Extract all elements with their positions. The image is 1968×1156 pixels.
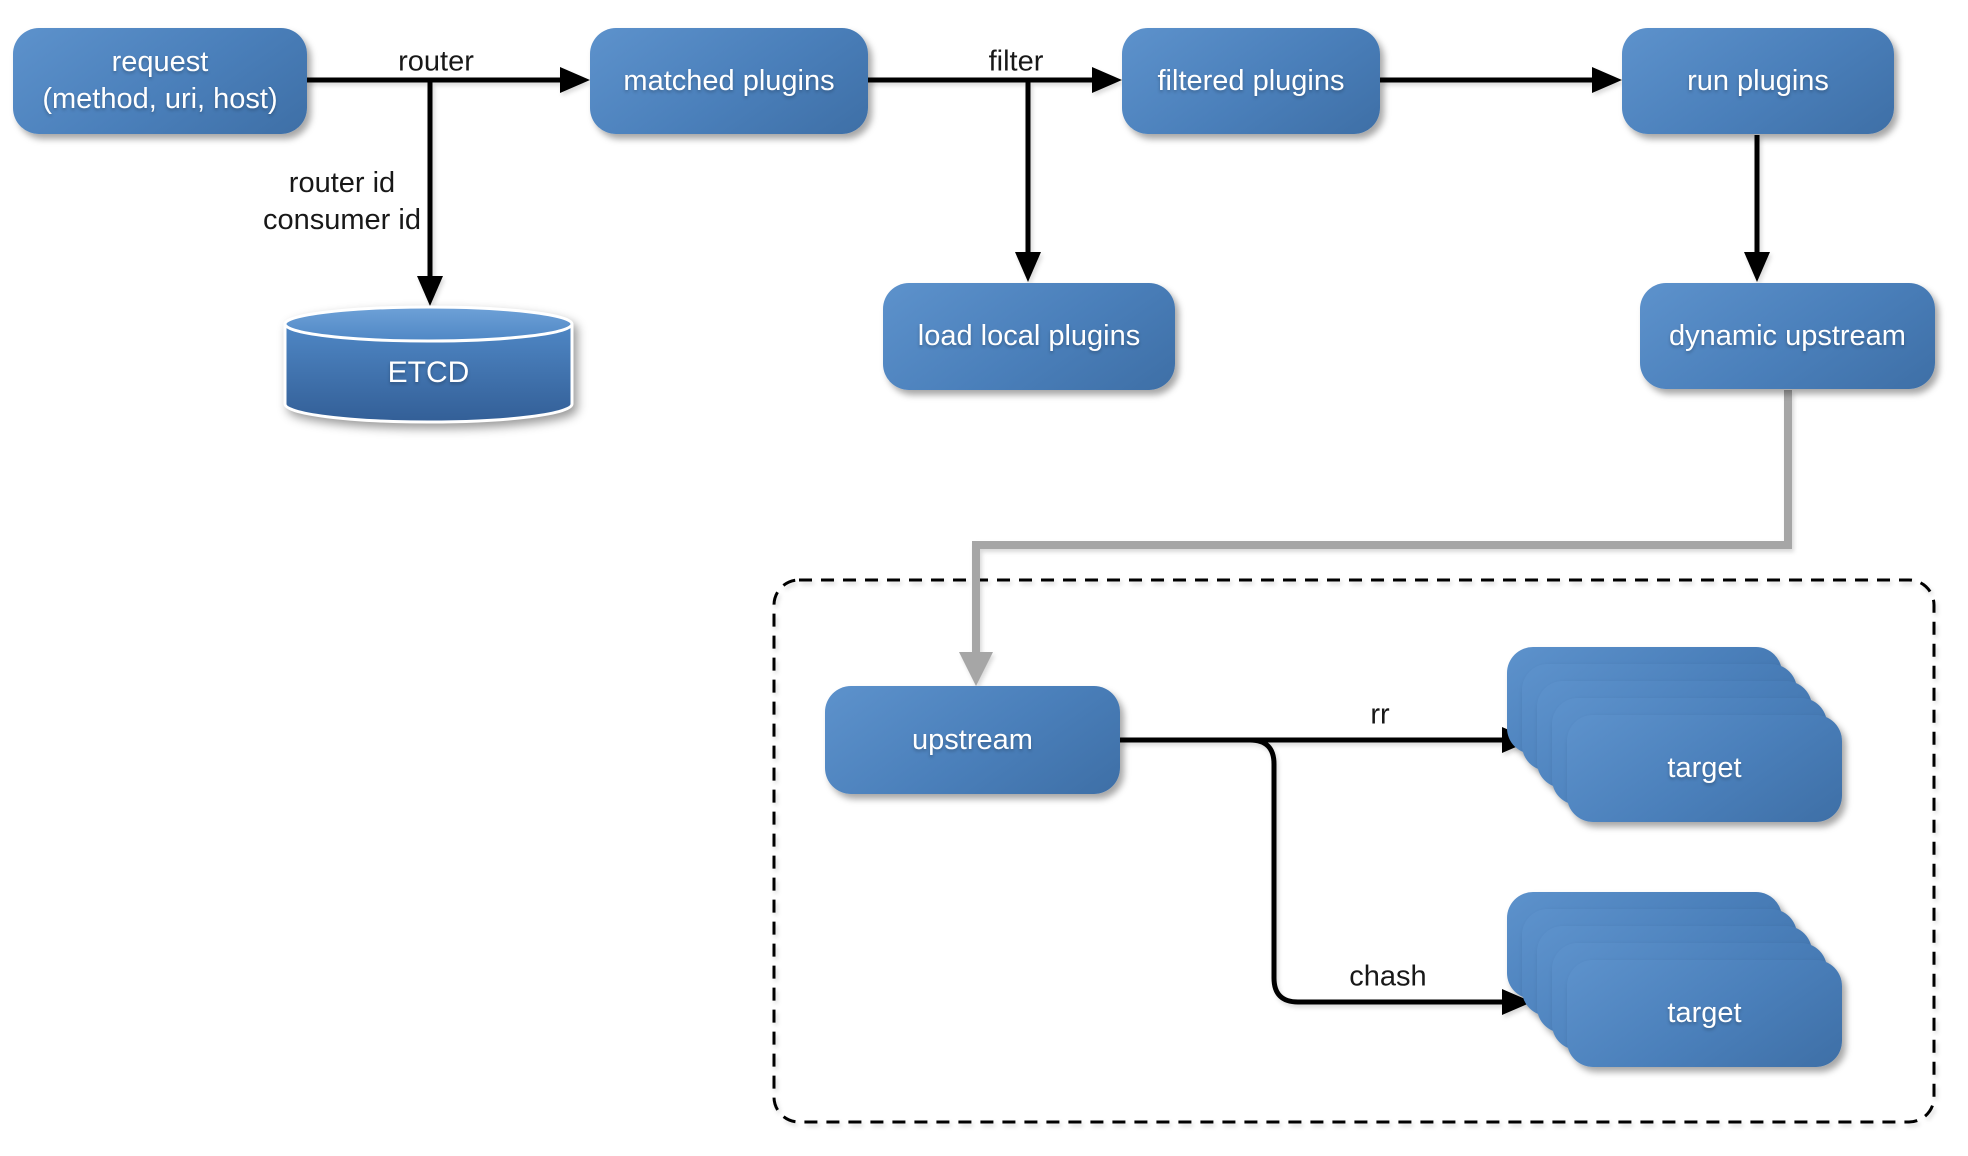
cylinder-top (283, 305, 574, 343)
edge-label-router: router (398, 45, 474, 78)
cylinder-shape (283, 305, 574, 424)
arrowhead-run-dynamic (1744, 252, 1770, 282)
arrowhead-filter-loadlocal (1015, 252, 1041, 282)
edge-label-chash: chash (1349, 960, 1427, 993)
arrowhead-router-etcd (417, 276, 443, 306)
arrowhead-dynamic-upstream (959, 652, 993, 686)
arrowhead-upstream-target-chash (1502, 989, 1532, 1015)
edge-label-filter: filter (988, 45, 1044, 78)
target-stack-front: target (1567, 715, 1842, 822)
target-stack-rr: target (1507, 647, 1842, 822)
target-stack-chash: target (1507, 892, 1842, 1067)
target-stack-front: target (1567, 960, 1842, 1067)
node-dynamic-upstream: dynamic upstream (1640, 283, 1935, 389)
arrowhead-matched-filtered (1092, 67, 1122, 93)
edge-upstream-target-chash (1249, 737, 1504, 1005)
arrowhead-request-matched (560, 67, 590, 93)
node-load-local-plugins: load local plugins (883, 283, 1175, 390)
arrowhead-filtered-run (1592, 67, 1622, 93)
target-chash-label: target (1667, 997, 1742, 1029)
node-matched-plugins: matched plugins (590, 28, 868, 134)
node-filtered-plugins: filtered plugins (1122, 28, 1380, 134)
etcd-label: ETCD (387, 356, 470, 389)
node-run-plugins: run plugins (1622, 28, 1894, 134)
edge-dynamic-upstream (972, 390, 1792, 654)
edge-label-rr: rr (1370, 698, 1390, 731)
cylinder-body (283, 324, 574, 424)
node-request: request (method, uri, host) (13, 28, 307, 134)
target-rr-label: target (1667, 752, 1742, 784)
edge-label-router-consumer-id: router id consumer id (263, 167, 421, 236)
upstream-group-border (772, 578, 1936, 1124)
node-upstream: upstream (825, 686, 1120, 794)
etcd-database-cylinder: ETCD (282, 304, 575, 426)
